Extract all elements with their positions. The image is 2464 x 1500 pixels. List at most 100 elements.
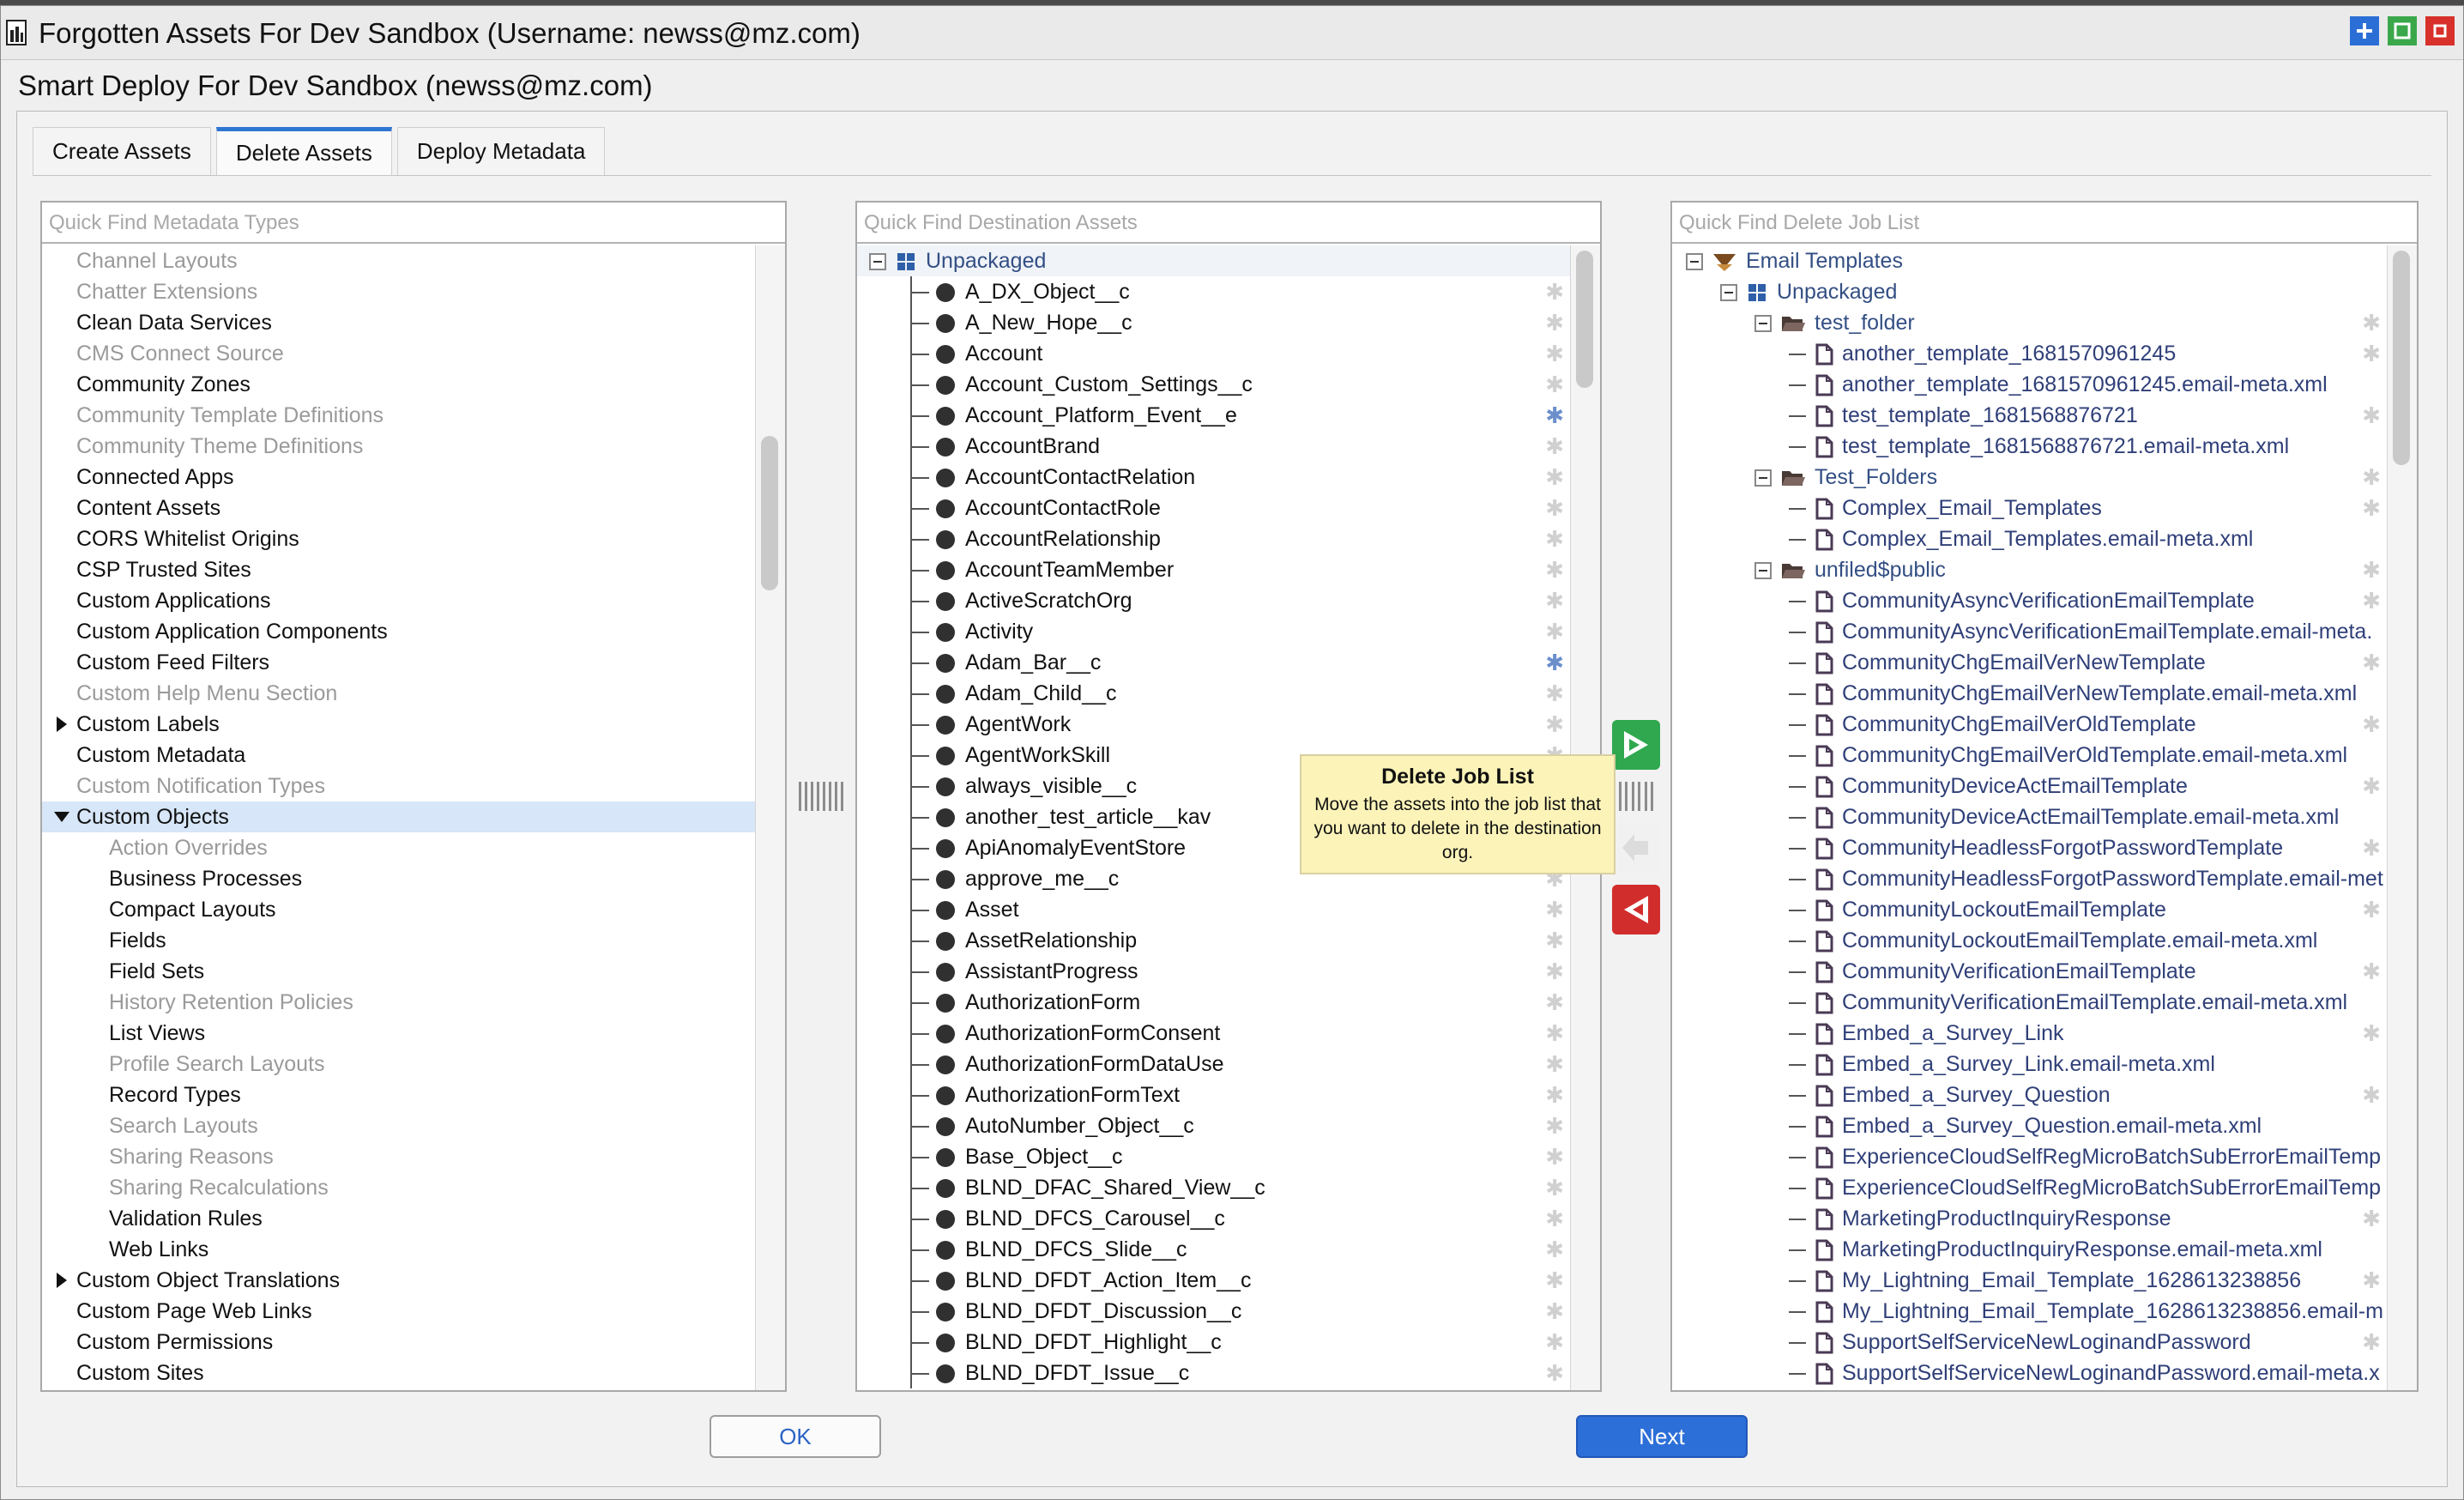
asterisk-icon[interactable]: ✱ bbox=[1545, 307, 1564, 338]
close-button[interactable] bbox=[2425, 16, 2455, 45]
metadata-type-item[interactable]: Validation Rules bbox=[42, 1203, 756, 1234]
job-list-item[interactable]: CommunityVerificationEmailTemplate.email… bbox=[1672, 987, 2388, 1018]
metadata-type-item[interactable]: Custom Application Components bbox=[42, 616, 756, 647]
asterisk-icon[interactable]: ✱ bbox=[2357, 462, 2381, 493]
job-list-item[interactable]: CommunityHeadlessForgotPasswordTemplate.… bbox=[1672, 863, 2388, 894]
tab-deploy-metadata[interactable]: Deploy Metadata bbox=[397, 127, 606, 175]
destination-asset-item[interactable]: BLND_DFCS_Carousel__c✱ bbox=[857, 1203, 1571, 1234]
destination-asset-item[interactable]: Adam_Bar__c✱ bbox=[857, 647, 1571, 678]
asterisk-icon[interactable]: ✱ bbox=[1545, 956, 1564, 987]
metadata-type-item[interactable]: Fields bbox=[42, 925, 756, 956]
job-list-item[interactable]: Complex_Email_Templates.email-meta.xml bbox=[1672, 523, 2388, 554]
asterisk-icon[interactable]: ✱ bbox=[1545, 709, 1564, 740]
scrollbar-thumb[interactable] bbox=[761, 436, 778, 590]
destination-asset-item[interactable]: AccountTeamMember✱ bbox=[857, 554, 1571, 585]
metadata-type-item[interactable]: Custom Objects bbox=[42, 801, 756, 832]
destination-asset-item[interactable]: AccountContactRole✱ bbox=[857, 493, 1571, 523]
asterisk-icon[interactable]: ✱ bbox=[1545, 987, 1564, 1018]
asterisk-icon[interactable]: ✱ bbox=[1545, 338, 1564, 369]
scrollbar-thumb[interactable] bbox=[1576, 251, 1593, 388]
job-list-item[interactable]: CommunityChgEmailVerOldTemplate.email-me… bbox=[1672, 740, 2388, 771]
add-to-job-list-button[interactable] bbox=[1612, 720, 1660, 770]
job-list-item[interactable]: CommunityLockoutEmailTemplate✱ bbox=[1672, 894, 2388, 925]
job-list-item[interactable]: CommunityDeviceActEmailTemplate✱ bbox=[1672, 771, 2388, 801]
left-splitter-handle[interactable] bbox=[799, 782, 843, 811]
job-list-item[interactable]: ExperienceCloudSelfRegMicroBatchSubError… bbox=[1672, 1141, 2388, 1172]
asterisk-icon[interactable]: ✱ bbox=[1545, 616, 1564, 647]
asterisk-icon[interactable]: ✱ bbox=[1545, 894, 1564, 925]
delete-job-list-scrollbar[interactable] bbox=[2387, 245, 2417, 1390]
metadata-types-scrollbar[interactable] bbox=[755, 245, 785, 1390]
metadata-type-item[interactable]: History Retention Policies bbox=[42, 987, 756, 1018]
asterisk-icon[interactable]: ✱ bbox=[1545, 369, 1564, 400]
job-list-item[interactable]: MarketingProductInquiryResponse✱ bbox=[1672, 1203, 2388, 1234]
asterisk-icon[interactable]: ✱ bbox=[1545, 585, 1564, 616]
maximize-button[interactable] bbox=[2388, 16, 2417, 45]
new-window-button[interactable] bbox=[2350, 16, 2379, 45]
destination-assets-search-input[interactable]: Quick Find Destination Assets bbox=[857, 203, 1600, 244]
right-splitter-handle[interactable] bbox=[1619, 782, 1653, 811]
remove-from-job-list-button-disabled[interactable] bbox=[1612, 823, 1660, 873]
job-list-item[interactable]: SupportSelfServiceNewLoginandPassword✱ bbox=[1672, 1327, 2388, 1358]
asterisk-icon[interactable]: ✱ bbox=[1545, 1141, 1564, 1172]
destination-asset-item[interactable]: Account✱ bbox=[857, 338, 1571, 369]
asterisk-icon[interactable]: ✱ bbox=[1545, 462, 1564, 493]
metadata-type-item[interactable]: Action Overrides bbox=[42, 832, 756, 863]
job-list-item[interactable]: Email Templates bbox=[1672, 245, 2388, 276]
asterisk-icon[interactable]: ✱ bbox=[1545, 1172, 1564, 1203]
metadata-type-item[interactable]: Community Template Definitions bbox=[42, 400, 756, 431]
asterisk-icon[interactable]: ✱ bbox=[2357, 1203, 2381, 1234]
asterisk-icon[interactable]: ✱ bbox=[1545, 1296, 1564, 1327]
asterisk-icon[interactable]: ✱ bbox=[1545, 1265, 1564, 1296]
destination-asset-item[interactable]: BLND_DFDT_Issue__c✱ bbox=[857, 1358, 1571, 1388]
metadata-type-item[interactable]: Content Assets bbox=[42, 493, 756, 523]
job-list-item[interactable]: unfiled$public✱ bbox=[1672, 554, 2388, 585]
metadata-type-item[interactable]: Community Zones bbox=[42, 369, 756, 400]
destination-asset-item[interactable]: AuthorizationFormConsent✱ bbox=[857, 1018, 1571, 1049]
remove-from-job-list-button[interactable] bbox=[1612, 885, 1660, 934]
asterisk-icon[interactable]: ✱ bbox=[2357, 493, 2381, 523]
metadata-type-item[interactable]: Custom Metadata bbox=[42, 740, 756, 771]
destination-asset-item[interactable]: AssistantProgress✱ bbox=[857, 956, 1571, 987]
metadata-type-item[interactable]: Chatter Extensions bbox=[42, 276, 756, 307]
destination-asset-item[interactable]: BLND_DFCS_Slide__c✱ bbox=[857, 1234, 1571, 1265]
ok-button[interactable]: OK bbox=[710, 1415, 881, 1458]
metadata-type-item[interactable]: Record Types bbox=[42, 1080, 756, 1110]
metadata-type-item[interactable]: Sharing Reasons bbox=[42, 1141, 756, 1172]
asterisk-icon[interactable]: ✱ bbox=[1545, 493, 1564, 523]
metadata-type-item[interactable]: CSP Trusted Sites bbox=[42, 554, 756, 585]
metadata-type-item[interactable]: Community Theme Definitions bbox=[42, 431, 756, 462]
metadata-type-item[interactable]: Custom Notification Types bbox=[42, 771, 756, 801]
metadata-type-item[interactable]: Custom Feed Filters bbox=[42, 647, 756, 678]
destination-asset-item[interactable]: A_New_Hope__c✱ bbox=[857, 307, 1571, 338]
destination-asset-item[interactable]: Asset✱ bbox=[857, 894, 1571, 925]
job-list-item[interactable]: Embed_a_Survey_Link✱ bbox=[1672, 1018, 2388, 1049]
metadata-type-item[interactable]: Field Sets bbox=[42, 956, 756, 987]
asterisk-icon[interactable]: ✱ bbox=[2357, 894, 2381, 925]
job-list-item[interactable]: Embed_a_Survey_Question.email-meta.xml bbox=[1672, 1110, 2388, 1141]
asterisk-icon[interactable]: ✱ bbox=[2357, 554, 2381, 585]
job-list-item[interactable]: My_Lightning_Email_Template_162861323885… bbox=[1672, 1265, 2388, 1296]
metadata-type-item[interactable]: Connected Apps bbox=[42, 462, 756, 493]
asterisk-icon[interactable]: ✱ bbox=[2357, 307, 2381, 338]
asterisk-icon[interactable]: ✱ bbox=[2357, 1265, 2381, 1296]
asterisk-icon[interactable]: ✱ bbox=[2357, 956, 2381, 987]
job-list-item[interactable]: CommunityAsyncVerificationEmailTemplate✱ bbox=[1672, 585, 2388, 616]
job-list-item[interactable]: Unpackaged bbox=[1672, 276, 2388, 307]
asterisk-icon[interactable]: ✱ bbox=[2357, 709, 2381, 740]
job-list-item[interactable]: ExperienceCloudSelfRegMicroBatchSubError… bbox=[1672, 1172, 2388, 1203]
metadata-type-item[interactable]: Custom Page Web Links bbox=[42, 1296, 756, 1327]
asterisk-icon[interactable]: ✱ bbox=[1545, 1049, 1564, 1080]
scrollbar-thumb[interactable] bbox=[2393, 251, 2410, 465]
job-list-item[interactable]: CommunityLockoutEmailTemplate.email-meta… bbox=[1672, 925, 2388, 956]
asterisk-icon[interactable]: ✱ bbox=[2357, 1327, 2381, 1358]
destination-asset-item[interactable]: AutoNumber_Object__c✱ bbox=[857, 1110, 1571, 1141]
metadata-type-item[interactable]: Custom Permissions bbox=[42, 1327, 756, 1358]
tab-create-assets[interactable]: Create Assets bbox=[33, 127, 211, 175]
destination-asset-item[interactable]: AccountBrand✱ bbox=[857, 431, 1571, 462]
job-list-item[interactable]: MarketingProductInquiryResponse.email-me… bbox=[1672, 1234, 2388, 1265]
tab-delete-assets[interactable]: Delete Assets bbox=[216, 127, 392, 175]
next-button[interactable]: Next bbox=[1576, 1415, 1748, 1458]
destination-asset-item[interactable]: AuthorizationFormDataUse✱ bbox=[857, 1049, 1571, 1080]
destination-asset-item[interactable]: AuthorizationFormText✱ bbox=[857, 1080, 1571, 1110]
